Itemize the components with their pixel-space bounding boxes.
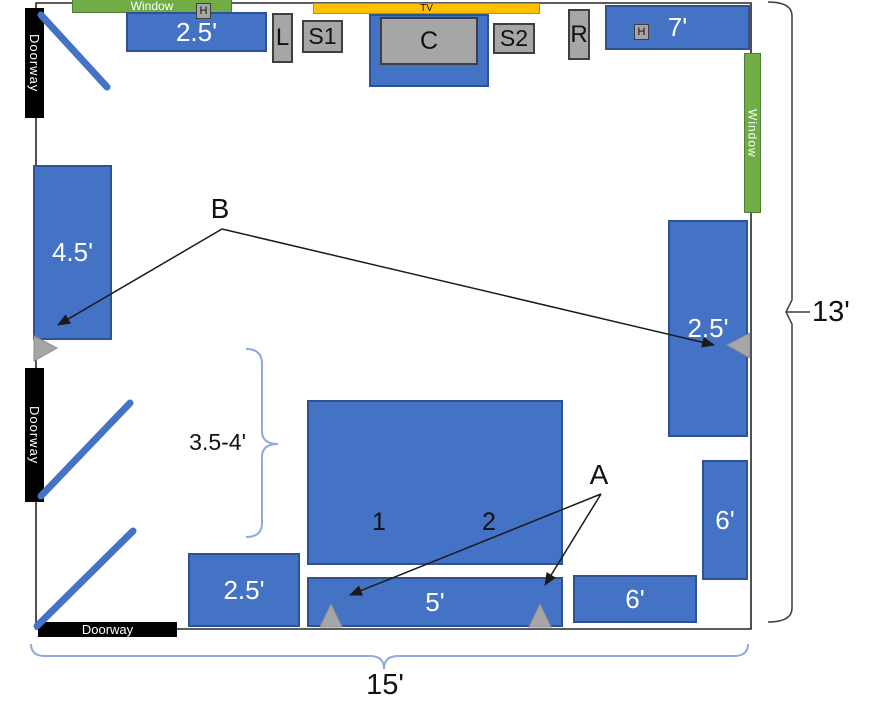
room-depth-brace: [767, 1, 793, 623]
furniture-left-bed: 4.5': [33, 165, 112, 340]
door-swing-bottom-left: [33, 527, 137, 630]
furniture-label: 2.5': [687, 313, 729, 343]
furniture-bottom-left-shelf: 2.5': [188, 553, 300, 627]
door-swing-mid-left: [37, 399, 134, 500]
furniture-right-cabinet: 6': [702, 460, 748, 580]
speaker-center: C: [380, 17, 478, 65]
gap-dimension-label: 3.5-4': [189, 429, 246, 455]
furniture-center-table: 1 2: [307, 400, 563, 565]
speaker-label: H: [637, 26, 646, 38]
tv-stand: C: [369, 14, 489, 87]
speaker-front-right: R: [568, 9, 590, 60]
furniture-label: 2.5': [175, 16, 218, 47]
furniture-label: 4.5': [51, 237, 94, 267]
speaker-label: H: [199, 5, 208, 17]
furniture-bench: 5': [307, 577, 563, 627]
window-top-label: Window: [130, 0, 174, 13]
furniture-bottom-shelf: 6': [573, 575, 697, 623]
doorway-top-left: Doorway: [25, 8, 44, 118]
room-width-label: 15': [366, 669, 404, 701]
listening-position-1: 1: [372, 508, 386, 536]
furniture-label: 2.5': [223, 574, 265, 605]
arrow-b-to-right-shelf: [221, 228, 716, 348]
furniture-top-right-shelf: 7' H: [605, 5, 750, 50]
doorway-bottom-label: Doorway: [81, 622, 134, 637]
furniture-right-shelf: 2.5': [668, 220, 748, 437]
room-width-brace: [30, 643, 749, 670]
speaker-sub-1: S1: [302, 20, 343, 53]
listening-position-2: 2: [482, 508, 496, 536]
gap-brace: [245, 348, 279, 538]
speaker-label: S2: [499, 25, 529, 51]
speaker-label: R: [570, 20, 588, 48]
door-swing-top-left: [37, 11, 111, 91]
window-right: Window: [744, 53, 761, 213]
doorway-bottom: Doorway: [38, 622, 177, 637]
window-right-label: Window: [745, 108, 760, 158]
tv-bar: TV: [313, 3, 540, 14]
marker-a-label: A: [589, 459, 609, 490]
furniture-label: 5': [425, 586, 445, 617]
speaker-sub-2: S2: [493, 23, 535, 54]
height-speaker-top: H: [196, 3, 211, 19]
furniture-label: 6': [625, 583, 645, 614]
speaker-front-left: L: [272, 13, 293, 63]
furniture-label: 6': [715, 504, 735, 535]
room-depth-label: 13': [812, 296, 850, 328]
furniture-label: 7': [667, 12, 688, 42]
tv-label: TV: [420, 3, 433, 14]
height-speaker-right: H: [634, 24, 649, 40]
speaker-label: S1: [308, 23, 337, 49]
doorway-top-left-label: Doorway: [27, 33, 42, 93]
doorway-mid-left: Doorway: [25, 368, 44, 502]
speaker-label: C: [419, 26, 439, 55]
marker-b-label: B: [210, 193, 230, 224]
doorway-mid-left-label: Doorway: [27, 405, 42, 465]
speaker-label: L: [275, 24, 290, 51]
